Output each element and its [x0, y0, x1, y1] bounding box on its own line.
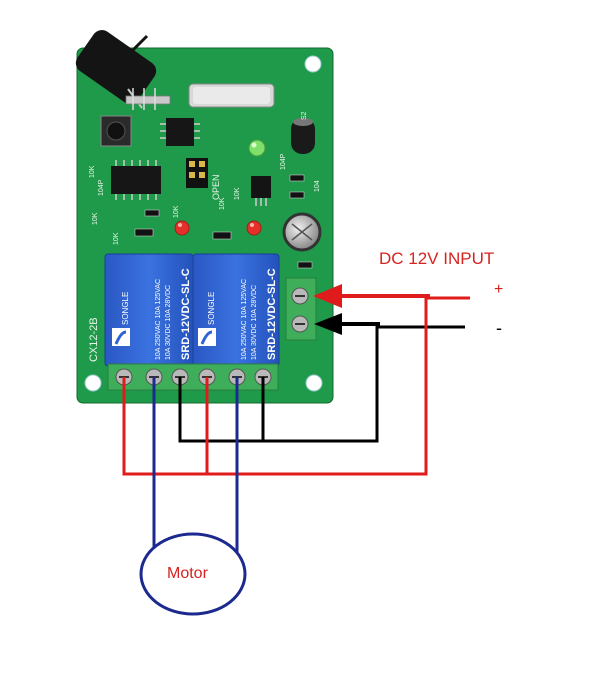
- svg-text:10K: 10K: [89, 165, 96, 178]
- relay-rating-label: 10A 30VDC 10A 28VDC: [165, 285, 172, 360]
- smd-components: [134, 174, 313, 269]
- relay-rating-label: 10A 250VAC 10A 125VAC: [155, 279, 162, 360]
- relay-2: SRD-12VDC-SL-C 10A 250VAC 10A 125VAC 10A…: [192, 253, 280, 367]
- svg-text:10K: 10K: [92, 212, 99, 225]
- svg-text:10K: 10K: [219, 197, 226, 210]
- positive-wire: [122, 296, 470, 476]
- svg-text:104: 104: [314, 180, 321, 192]
- relay-board: 10K 104P 10K 10K 10K 10K 10K 104 104P S2…: [75, 30, 334, 404]
- svg-text:10K: 10K: [113, 232, 120, 245]
- relay-model-label: SRD-12VDC-SL-C: [180, 268, 192, 360]
- relay-brand-label: SONGLE: [207, 292, 216, 325]
- capacitor-small: [291, 118, 315, 154]
- svg-text:10K: 10K: [173, 205, 180, 218]
- songle-logo: [112, 328, 130, 346]
- positive-arrow: [313, 284, 430, 308]
- power-terminal-block: [285, 277, 317, 341]
- red-led: [174, 220, 190, 236]
- red-led: [246, 220, 262, 236]
- learn-button: [100, 115, 132, 147]
- relay-rating-label: 10A 30VDC 10A 28VDC: [251, 285, 258, 360]
- svg-text:104P: 104P: [280, 153, 287, 170]
- relay-brand-label: SONGLE: [121, 292, 130, 325]
- rf-module: [125, 83, 275, 110]
- power-input-title: DC 12V INPUT: [379, 249, 495, 268]
- ic-decoder: [111, 160, 161, 200]
- negative-arrow: [314, 313, 380, 335]
- mount-hole: [84, 374, 102, 392]
- svg-text:104P: 104P: [98, 179, 105, 196]
- negative-terminal-label: -: [496, 318, 502, 338]
- relay-terminal-block: [107, 363, 279, 391]
- motor-wire: [152, 377, 239, 560]
- transistor: [251, 176, 271, 206]
- motor-label: Motor: [167, 565, 208, 582]
- relay-model-label: SRD-12VDC-SL-C: [266, 268, 278, 360]
- terminal-screw-negative: [291, 315, 309, 333]
- terminal-screw-positive: [291, 287, 309, 305]
- capacitor-large: [282, 212, 322, 252]
- svg-text:OPEN: OPEN: [211, 174, 221, 200]
- board-model-label: CX12-2B: [88, 317, 100, 362]
- svg-text:10K: 10K: [234, 187, 241, 200]
- motor-symbol: [139, 532, 247, 616]
- relay-rating-label: 10A 250VAC 10A 125VAC: [241, 279, 248, 360]
- negative-wire: [178, 325, 465, 443]
- songle-logo: [198, 328, 216, 346]
- mount-hole: [305, 374, 323, 392]
- relay-1: SRD-12VDC-SL-C 10A 250VAC 10A 125VAC 10A…: [104, 253, 194, 367]
- ic-8pin: [160, 118, 200, 146]
- positive-terminal-label: +: [494, 281, 504, 298]
- jumper-header: [186, 158, 208, 188]
- silkscreen-labels: 10K 104P 10K 10K 10K 10K 10K 104 104P S2…: [89, 111, 321, 245]
- mount-hole: [304, 55, 322, 73]
- green-led: [248, 139, 266, 157]
- svg-text:S2: S2: [301, 111, 308, 120]
